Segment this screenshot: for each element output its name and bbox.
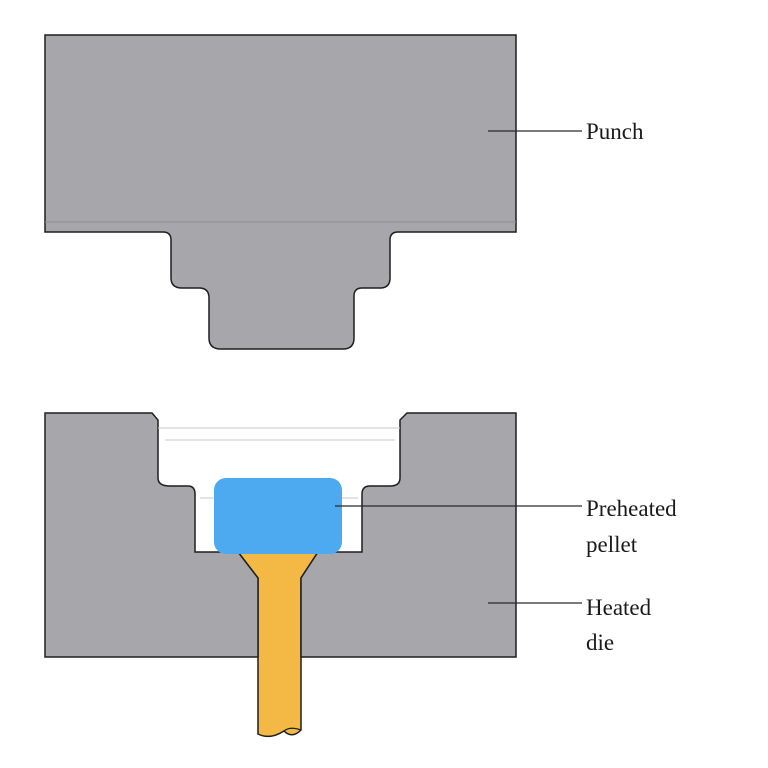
heated-die	[44, 412, 517, 658]
pellet-label-line2: pellet	[586, 532, 638, 557]
ejector-pin-tip	[283, 727, 302, 732]
preheated-pellet	[214, 478, 342, 554]
die-label-line1: Heated	[586, 595, 652, 620]
pellet-label-line1: Preheated	[586, 496, 677, 521]
die-label-line2: die	[586, 630, 614, 655]
punch-label: Punch	[586, 119, 644, 144]
punch	[44, 34, 517, 350]
